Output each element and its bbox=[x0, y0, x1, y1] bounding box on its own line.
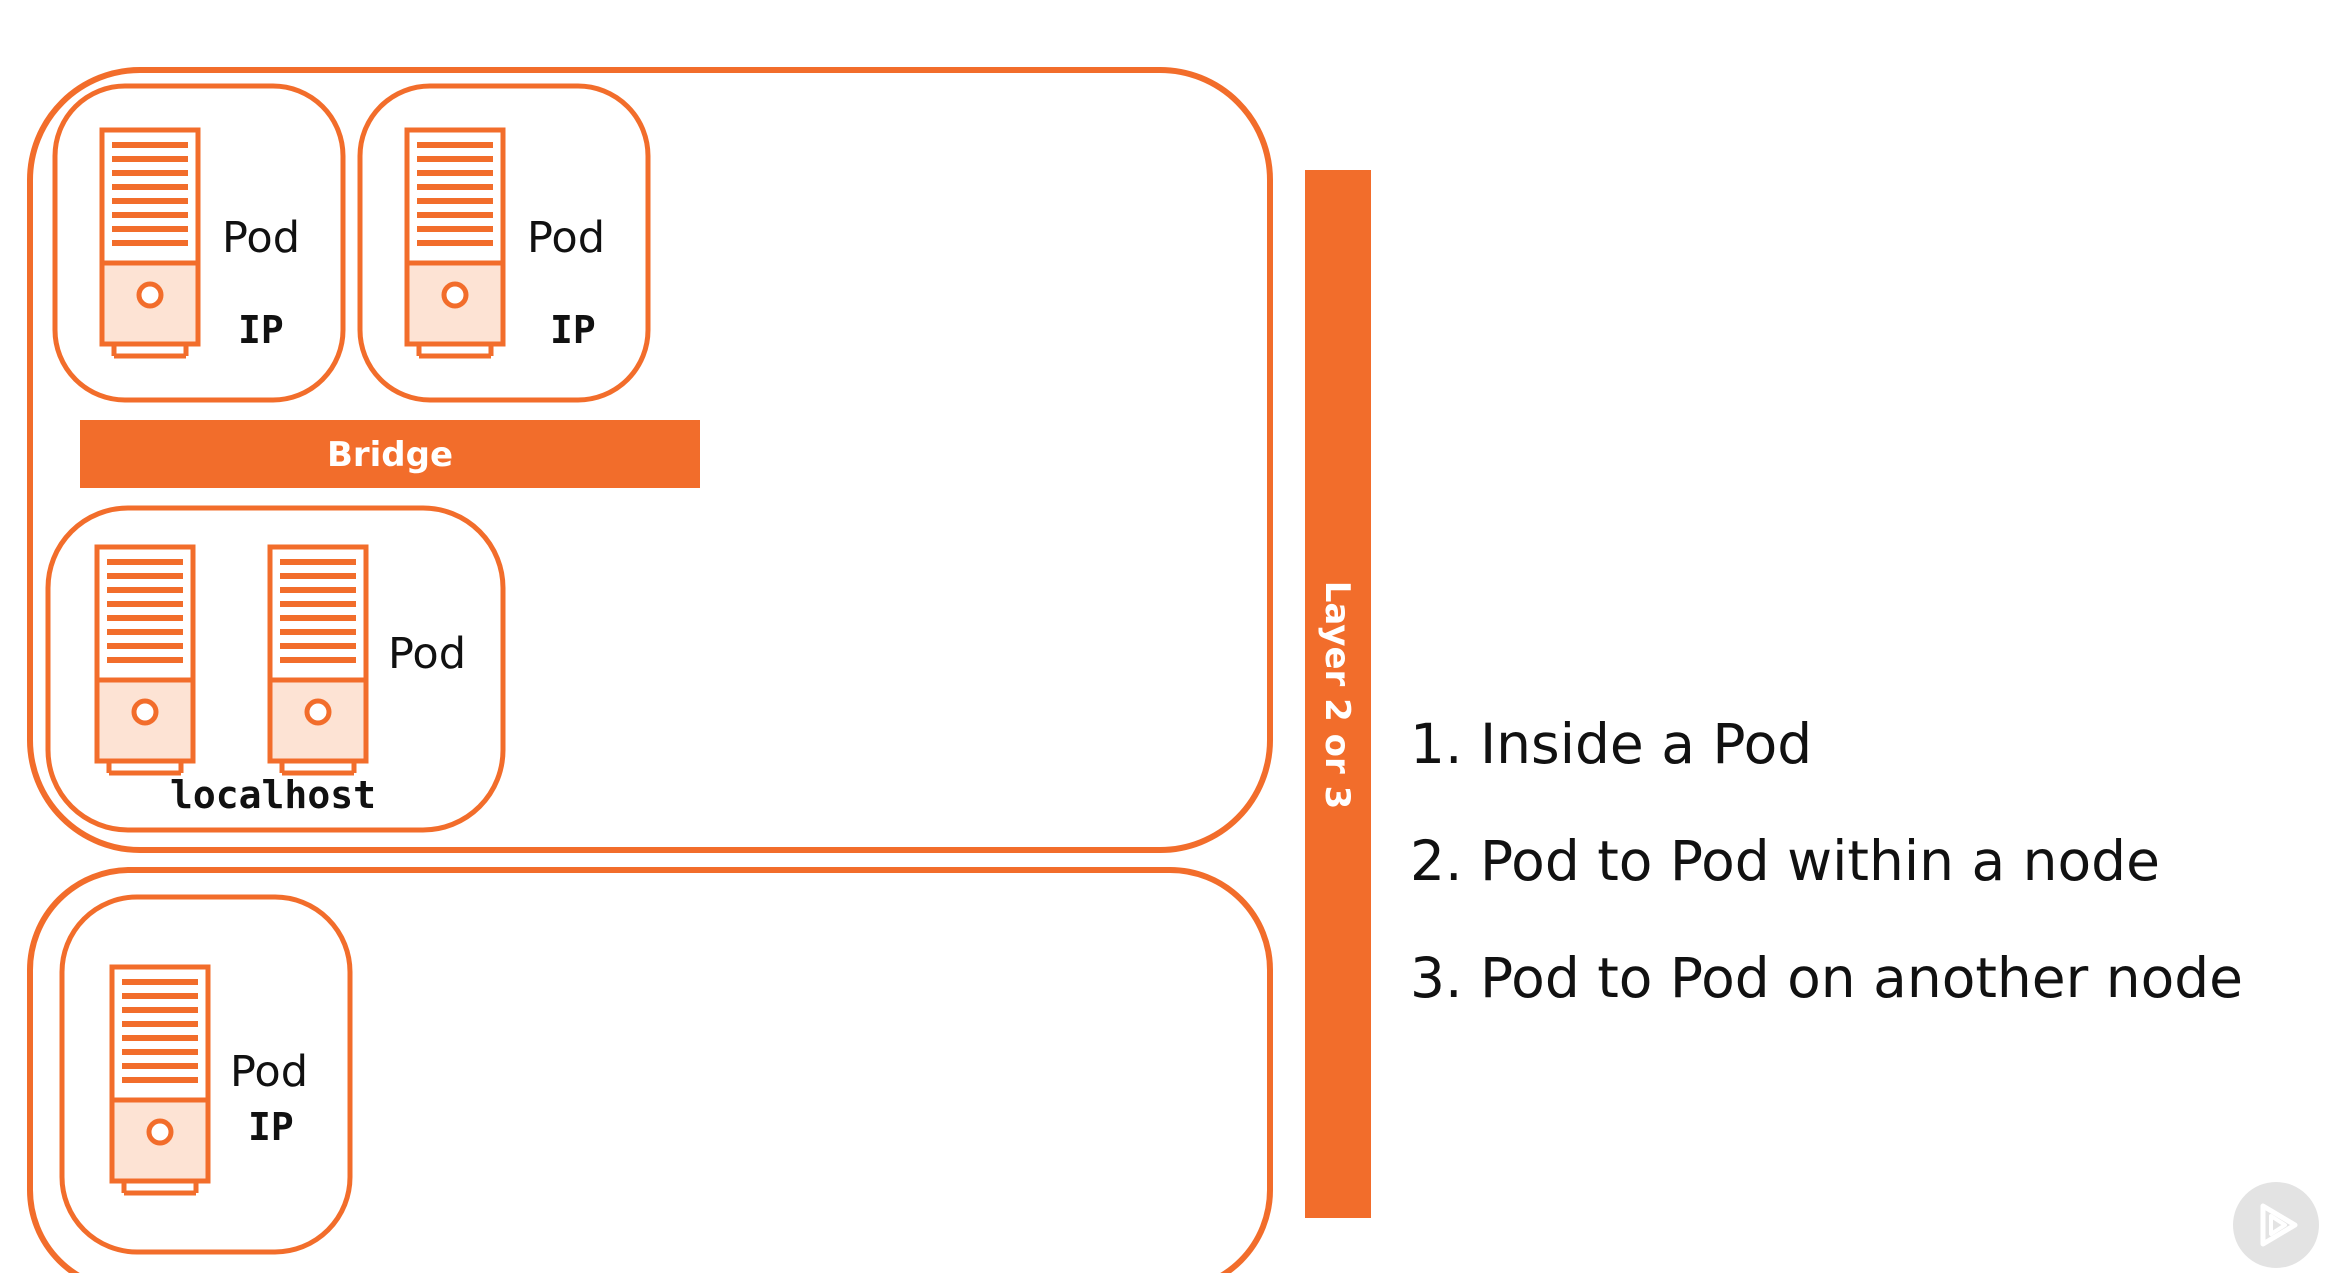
pod-box: Pod IP bbox=[357, 83, 651, 403]
server-icon bbox=[270, 547, 366, 773]
ip-label: IP bbox=[550, 308, 596, 352]
list-item: 1. Inside a Pod bbox=[1410, 712, 1813, 776]
list-item: 2. Pod to Pod within a node bbox=[1410, 829, 2160, 893]
pod-label: Pod bbox=[230, 1047, 308, 1097]
bridge-label: Bridge bbox=[327, 435, 453, 475]
localhost-label: localhost bbox=[170, 773, 376, 817]
play-button[interactable] bbox=[2233, 1182, 2319, 1268]
list-item: 3. Pod to Pod on another node bbox=[1410, 946, 2243, 1010]
ip-label: IP bbox=[248, 1105, 294, 1149]
pod-label: Pod bbox=[222, 213, 300, 263]
node-1-box bbox=[27, 67, 1273, 853]
play-icon bbox=[2260, 1203, 2298, 1247]
node-2-box bbox=[27, 867, 1273, 1273]
ip-label: IP bbox=[238, 308, 284, 352]
pod-label: Pod bbox=[388, 629, 466, 679]
pod-box: Pod IP bbox=[52, 83, 346, 403]
layer-bar: Layer 2 or 3 bbox=[1305, 170, 1371, 1218]
communication-scenarios-list: 1. Inside a Pod 2. Pod to Pod within a n… bbox=[1410, 700, 2243, 1051]
pod-box-multi-container: Pod localhost bbox=[45, 505, 506, 833]
pod-box: Pod IP bbox=[59, 894, 353, 1255]
server-icon bbox=[112, 967, 208, 1193]
server-icon bbox=[102, 130, 198, 356]
layer-label: Layer 2 or 3 bbox=[1317, 581, 1357, 810]
server-icon bbox=[97, 547, 193, 773]
pod-label: Pod bbox=[527, 213, 605, 263]
bridge-bar: Bridge bbox=[80, 420, 700, 488]
server-icon bbox=[407, 130, 503, 356]
